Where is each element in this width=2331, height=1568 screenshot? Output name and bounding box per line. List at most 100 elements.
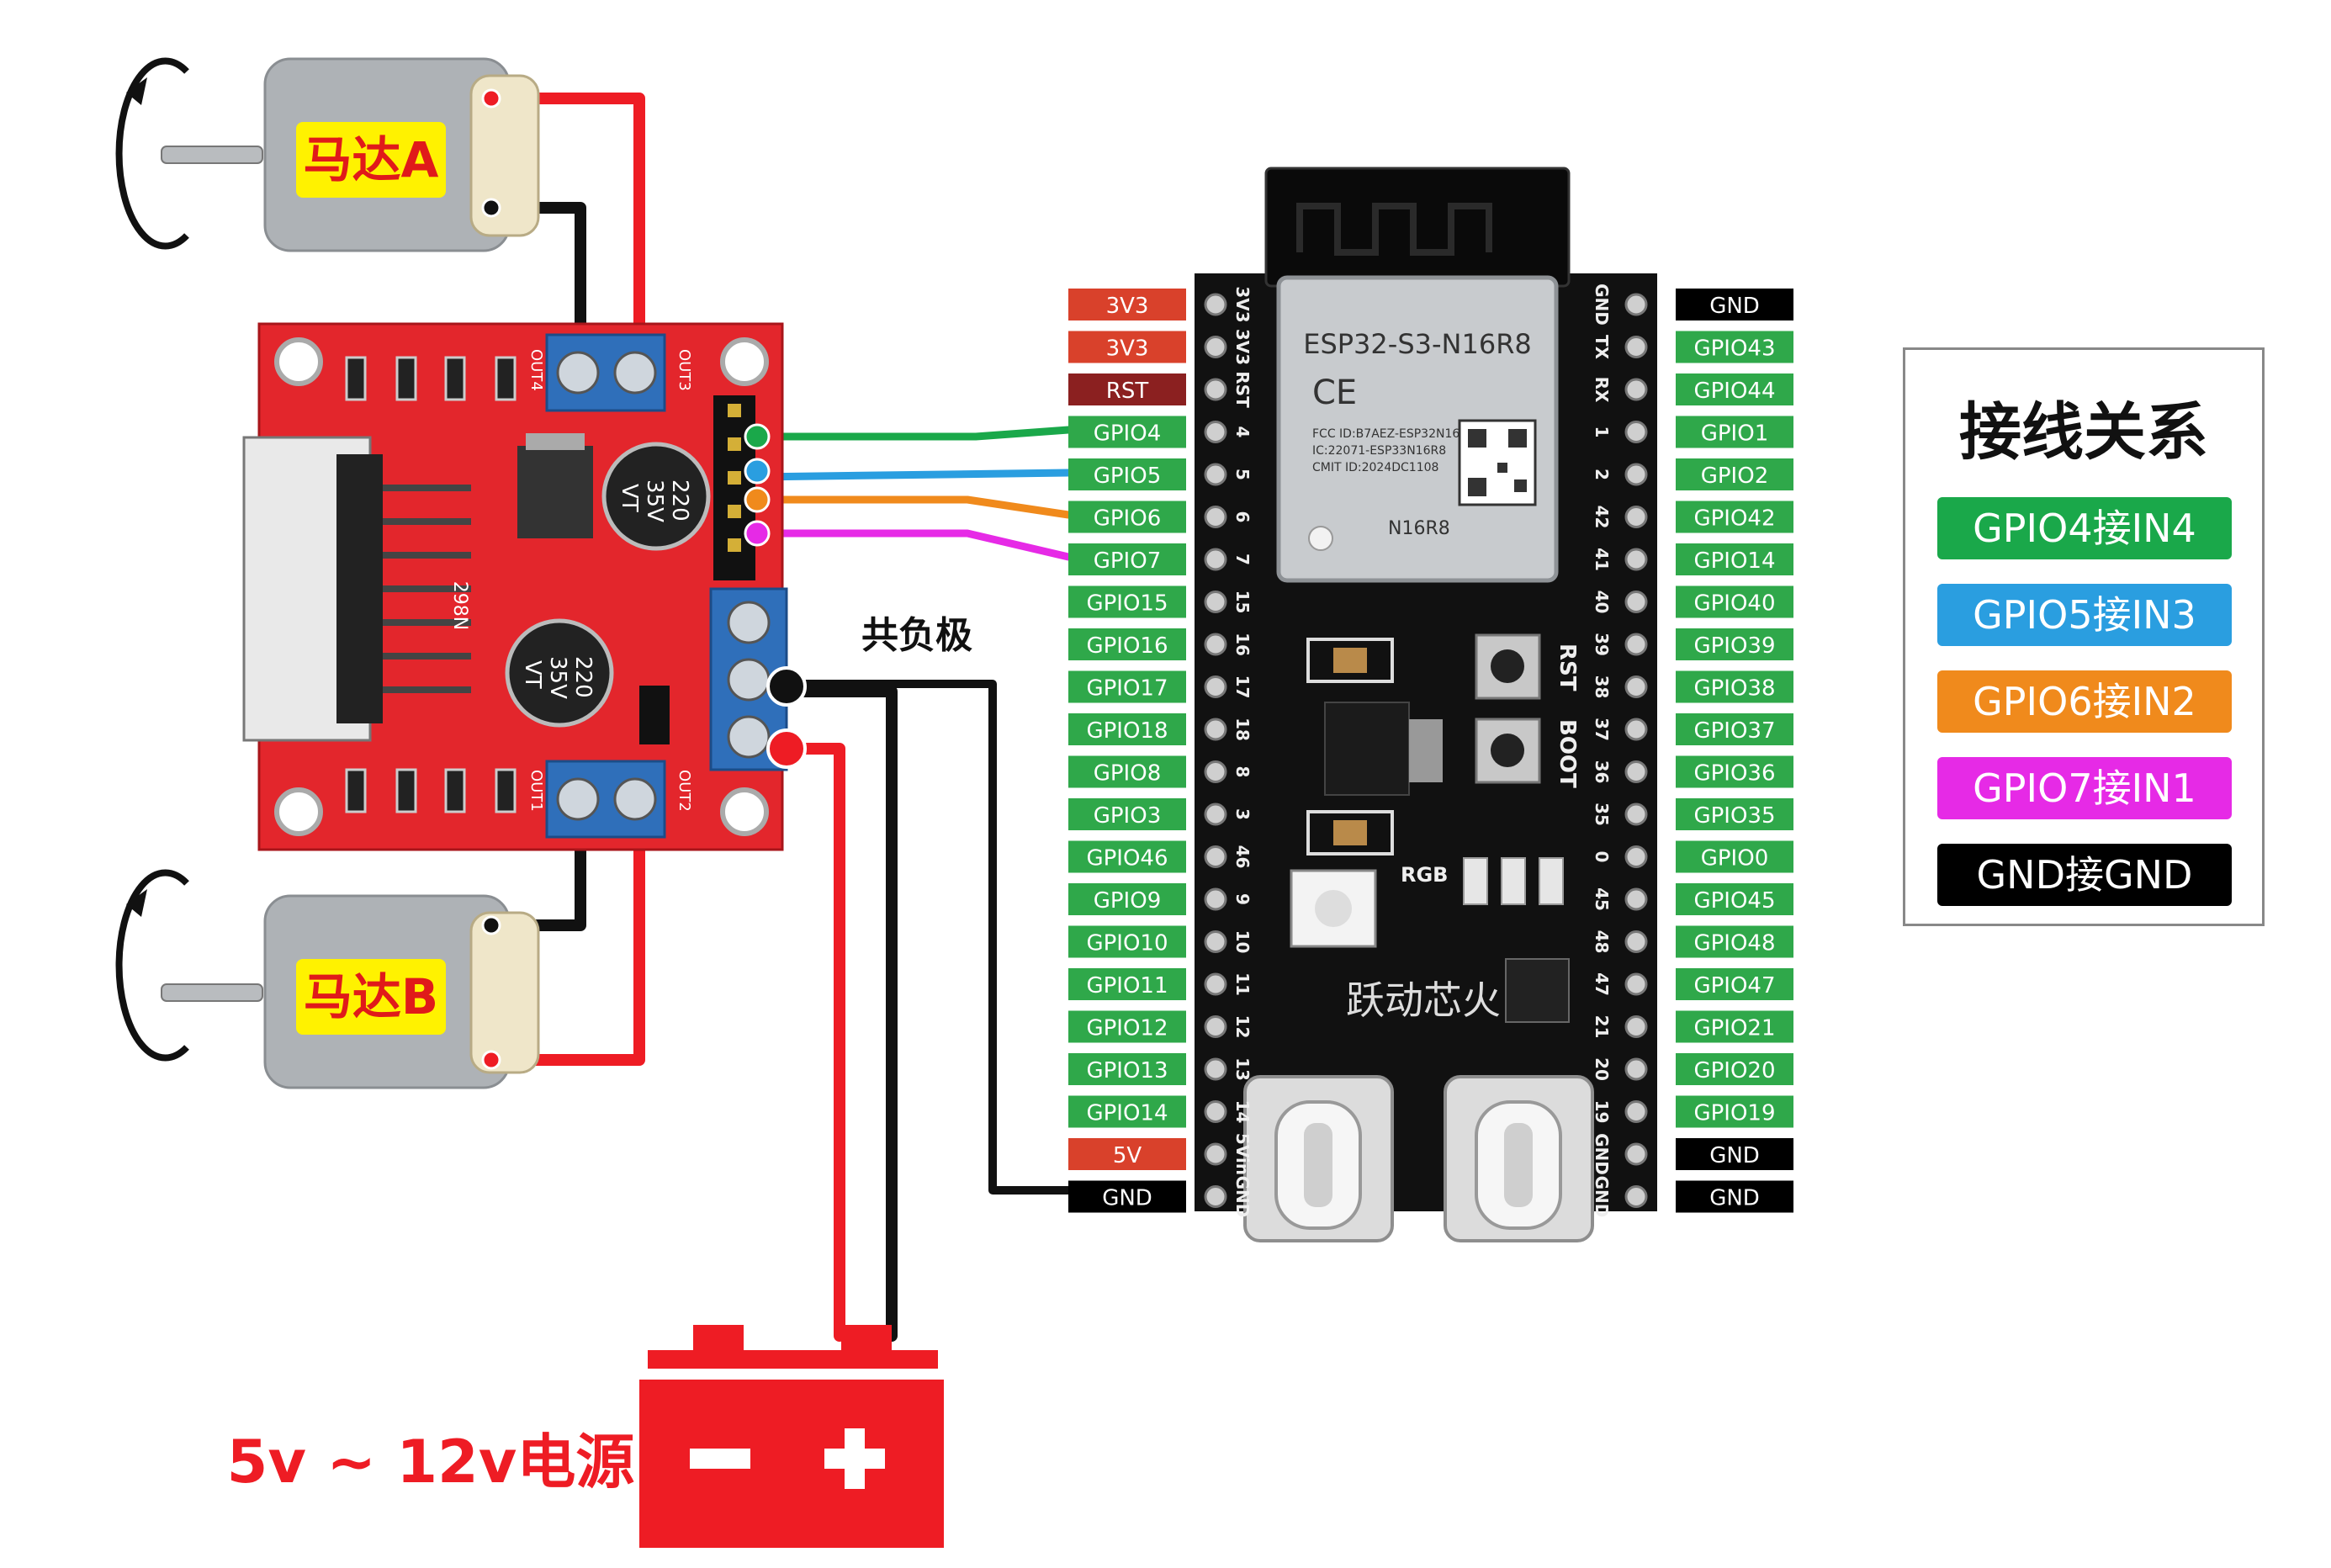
- header-pin-right: [1624, 293, 1648, 316]
- pin-label: GPIO44: [1693, 379, 1775, 404]
- left-pin-4: GPIO4: [1068, 416, 1186, 448]
- header-pin-left: [1204, 803, 1227, 826]
- pin-label-bg: [1068, 331, 1186, 363]
- header-pins: [728, 404, 741, 552]
- motor-endcap: [469, 74, 540, 237]
- pin-label: GND: [1709, 1143, 1760, 1168]
- ic-chip: [1505, 958, 1570, 1023]
- pin-label-bg: [1676, 458, 1793, 490]
- silk-left-label: 13: [1232, 1057, 1253, 1081]
- right-pin-16: GPIO48: [1676, 925, 1793, 958]
- pin-label-bg: [1676, 1010, 1793, 1043]
- left-pin-9: GPIO16: [1068, 628, 1186, 660]
- pin-label: GPIO36: [1693, 761, 1775, 787]
- module-ic-text: IC:22071-ESP33N16R8: [1312, 444, 1446, 458]
- header-pin-left: [1204, 1100, 1227, 1123]
- left-pin-10: GPIO17: [1068, 670, 1186, 703]
- antenna: [1264, 167, 1571, 288]
- header-pin-right: [1624, 1015, 1648, 1038]
- header-pin-left: [1204, 1185, 1227, 1208]
- silk-left-label: 6: [1232, 511, 1253, 523]
- header-pin-left: [1204, 548, 1227, 571]
- rotation-arrow-head-icon: [126, 889, 147, 917]
- rotation-arrow-icon: [115, 57, 189, 250]
- chip-pins: [383, 485, 471, 693]
- motor-a-label-bg: [296, 122, 446, 198]
- pin-label-bg: [1068, 289, 1186, 320]
- header-pin-right: [1624, 378, 1648, 401]
- silk-right-label: TX: [1592, 335, 1612, 360]
- capacitor-text: 220 35V VT 220 35V VT: [520, 479, 692, 699]
- pin-label-bg: [1676, 331, 1793, 363]
- pin-label: GPIO39: [1693, 633, 1775, 659]
- pin-label-bg: [1676, 713, 1793, 745]
- pin-label-bg: [1068, 501, 1186, 533]
- pin-label: GPIO37: [1693, 718, 1775, 744]
- silk-right-label: 48: [1592, 930, 1612, 954]
- pin-label-bg: [1068, 628, 1186, 660]
- pin-label-bg: [1068, 798, 1186, 830]
- silk-right-label: 35: [1592, 803, 1612, 826]
- pin-label-bg: [1676, 501, 1793, 533]
- legend-item: GPIO6接IN2: [1937, 670, 2232, 733]
- pin-label-bg: [1676, 1095, 1793, 1128]
- gpio5-signal-wire: [753, 469, 1073, 481]
- silk-left-label: GND: [1232, 1176, 1253, 1218]
- right-pin-8: GPIO40: [1676, 585, 1793, 618]
- voltage-regulator: [1324, 702, 1410, 796]
- pin-label-bg: [1676, 1180, 1793, 1213]
- module-name: ESP32-S3-N16R8: [1303, 328, 1532, 360]
- right-pin-19: GPIO20: [1676, 1053, 1793, 1085]
- rgb-led-lens: [1315, 890, 1352, 927]
- svg-text:VT: VT: [617, 484, 642, 512]
- silk-left-label: 3V3: [1232, 329, 1253, 365]
- silk-left-label: 11: [1232, 972, 1253, 996]
- header-pin-right: [1624, 1057, 1648, 1081]
- terminal-block-out12: [545, 760, 666, 839]
- pin-label: GPIO8: [1094, 761, 1162, 787]
- silk-left-label: 18: [1232, 718, 1253, 741]
- gpio7-signal-wire: [753, 529, 1073, 561]
- jumper: [639, 686, 670, 744]
- header-pin-left: [1204, 378, 1227, 401]
- pin-label: GPIO17: [1086, 676, 1168, 702]
- left-pin-19: GPIO13: [1068, 1053, 1186, 1085]
- module-dot: [1308, 526, 1333, 551]
- header-pin-left: [1204, 421, 1227, 443]
- rotation-arrow-head-icon: [126, 77, 147, 105]
- boot-button-label: BOOT: [1555, 719, 1580, 788]
- usb-c-port-left[interactable]: [1243, 1075, 1394, 1242]
- right-pin-6: GPIO42: [1676, 501, 1793, 533]
- usb-c-port-right[interactable]: [1444, 1075, 1594, 1242]
- pin-label-bg: [1676, 670, 1793, 703]
- header-pin-left: [1204, 1015, 1227, 1038]
- silk-right-label: 36: [1592, 760, 1612, 784]
- silk-right-label: 39: [1592, 633, 1612, 656]
- smd-component: [1306, 810, 1394, 856]
- pin-label: GPIO47: [1693, 973, 1775, 999]
- silk-right-label: 41: [1592, 548, 1612, 571]
- l298-chip: [336, 454, 383, 723]
- silk-left-label: RST: [1232, 371, 1253, 408]
- right-pin-11: GPIO37: [1676, 713, 1793, 745]
- boot-button[interactable]: [1475, 718, 1541, 784]
- right-pin-2: GPIO43: [1676, 331, 1793, 363]
- left-pin-6: GPIO6: [1068, 501, 1186, 533]
- voltage-regulator: [517, 446, 593, 538]
- pin-label-bg: [1676, 1138, 1793, 1170]
- battery-body: [639, 1380, 944, 1548]
- silk-right-label: GND: [1592, 1176, 1612, 1218]
- left-pin-2: 3V3: [1068, 331, 1186, 363]
- rst-button[interactable]: [1475, 633, 1541, 700]
- silk-right-label: RX: [1592, 377, 1612, 403]
- header-pin-right: [1624, 675, 1648, 698]
- header-pin-left: [1204, 1057, 1227, 1081]
- antenna-trace: [1296, 203, 1492, 256]
- left-pin-14: GPIO46: [1068, 840, 1186, 873]
- legend-item: GND接GND: [1937, 844, 2232, 906]
- header-pin-right: [1624, 463, 1648, 486]
- pin-label-bg: [1676, 416, 1793, 448]
- right-pin-12: GPIO36: [1676, 755, 1793, 788]
- silk-right-label: 45: [1592, 887, 1612, 911]
- pin-label-bg: [1676, 373, 1793, 405]
